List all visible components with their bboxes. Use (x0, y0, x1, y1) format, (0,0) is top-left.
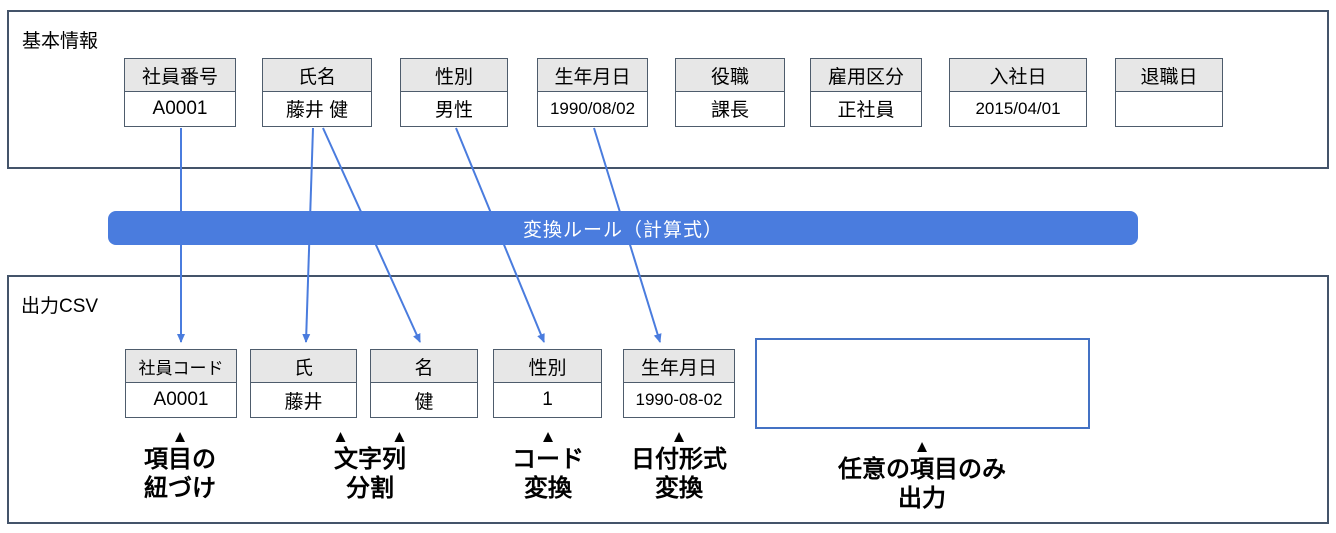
field-label: 生年月日 (624, 350, 734, 383)
field-label: 生年月日 (538, 59, 647, 92)
field-position: 役職 課長 (675, 58, 785, 127)
transform-rule-label: 変換ルール（計算式） (522, 219, 723, 241)
output-panel-title: 出力CSV (21, 296, 99, 317)
annotation-code-conversion: ▲ コード 変換 (458, 428, 638, 503)
field-value: 正社員 (837, 100, 895, 122)
annotation-item-linking: ▲ 項目の 紐づけ (90, 428, 270, 503)
field-label: 入社日 (950, 59, 1086, 92)
field-label: 雇用区分 (811, 59, 921, 92)
field-retirement-date: 退職日 (1115, 58, 1223, 127)
field-label: 名 (371, 350, 477, 383)
field-first-name: 名 健 (370, 349, 478, 418)
annotation-text: 日付形式 (631, 446, 727, 473)
field-full-name: 氏名 藤井 健 (262, 58, 372, 127)
field-label: 性別 (494, 350, 601, 383)
field-employment-type: 雇用区分 正社員 (810, 58, 922, 127)
triangle-marker-icon: ▲ (171, 427, 189, 446)
field-employee-number: 社員番号 A0001 (124, 58, 236, 127)
field-value: 藤井 健 (285, 100, 349, 122)
field-gender-code: 性別 1 (493, 349, 602, 418)
field-value: A0001 (153, 389, 209, 410)
triangle-marker-icon: ▲ (670, 427, 688, 446)
annotation-optional-output: ▲ 任意の項目のみ 出力 (772, 438, 1072, 513)
annotation-date-format-conversion: ▲ 日付形式 変換 (589, 428, 769, 503)
annotation-text: 変換 (655, 475, 703, 502)
field-label: 社員コード (126, 350, 236, 383)
field-gender: 性別 男性 (400, 58, 508, 127)
annotation-text: 出力 (898, 485, 946, 512)
field-label: 氏 (251, 350, 356, 383)
field-value: 健 (414, 391, 434, 413)
field-label: 退職日 (1116, 59, 1222, 92)
field-value: 藤井 (284, 391, 323, 413)
field-hire-date: 入社日 2015/04/01 (949, 58, 1087, 127)
triangle-marker-icon: ▲ (332, 427, 349, 446)
annotation-text: 文字列 (334, 446, 406, 473)
triangle-marker-icon: ▲ (539, 427, 557, 446)
field-label: 役職 (676, 59, 784, 92)
annotation-text: 紐づけ (144, 475, 216, 502)
field-value: 2015/04/01 (975, 98, 1061, 118)
transform-rule-bar: 変換ルール（計算式） (108, 211, 1138, 245)
source-panel-title: 基本情報 (22, 31, 99, 52)
field-label: 社員番号 (125, 59, 235, 92)
annotation-string-split: ▲ ▲ 文字列 分割 (280, 428, 460, 503)
triangle-marker-icon: ▲ (913, 437, 931, 456)
field-label: 性別 (401, 59, 507, 92)
field-value: 1990/08/02 (549, 98, 636, 118)
field-last-name: 氏 藤井 (250, 349, 357, 418)
field-birth-date: 生年月日 1990/08/02 (537, 58, 648, 127)
annotation-text: 分割 (346, 475, 394, 502)
field-label: 氏名 (263, 59, 371, 92)
field-value: 男性 (434, 100, 473, 122)
triangle-marker-icon: ▲ (391, 427, 408, 446)
field-birthdate-iso: 生年月日 1990-08-02 (623, 349, 735, 418)
field-value: A0001 (152, 97, 208, 119)
annotation-text: コード (512, 446, 584, 473)
field-value: 課長 (710, 100, 749, 122)
field-value (1116, 92, 1222, 126)
annotation-text: 任意の項目のみ (838, 456, 1006, 483)
field-value: 1990-08-02 (635, 390, 723, 409)
optional-fields-box (755, 338, 1090, 429)
field-employee-code: 社員コード A0001 (125, 349, 237, 418)
field-value: 1 (542, 389, 553, 410)
annotation-text: 変換 (524, 475, 572, 502)
annotation-text: 項目の (144, 446, 216, 473)
